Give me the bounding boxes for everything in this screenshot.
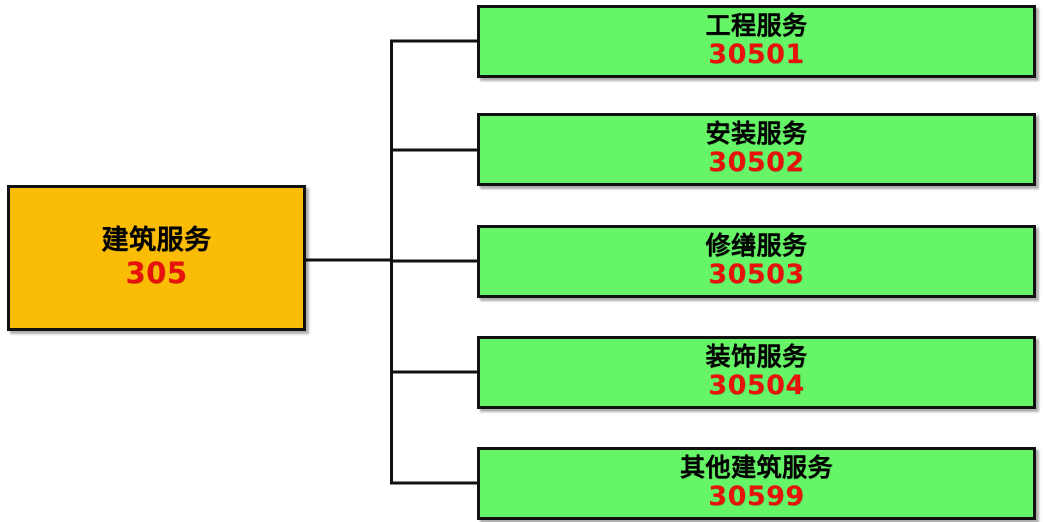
node-root-code: 305 bbox=[125, 256, 188, 291]
node-root-construction-services[interactable]: 建筑服务 305 bbox=[7, 185, 306, 331]
node-leaf-code: 30504 bbox=[708, 370, 805, 402]
node-root-title: 建筑服务 bbox=[101, 225, 212, 257]
node-leaf-repair-services[interactable]: 修缮服务 30503 bbox=[477, 225, 1036, 298]
node-leaf-code: 30502 bbox=[708, 147, 805, 179]
node-leaf-code: 30501 bbox=[708, 39, 805, 71]
node-leaf-title: 其他建筑服务 bbox=[679, 453, 833, 483]
node-leaf-title: 修缮服务 bbox=[705, 231, 808, 261]
node-leaf-installation-services[interactable]: 安装服务 30502 bbox=[477, 113, 1036, 186]
node-leaf-decoration-services[interactable]: 装饰服务 30504 bbox=[477, 336, 1036, 409]
node-leaf-title: 装饰服务 bbox=[705, 342, 808, 372]
node-leaf-other-construction-services[interactable]: 其他建筑服务 30599 bbox=[477, 447, 1036, 520]
node-leaf-code: 30599 bbox=[708, 481, 805, 513]
node-leaf-code: 30503 bbox=[708, 259, 805, 291]
node-leaf-title: 安装服务 bbox=[705, 119, 808, 149]
node-leaf-engineering-services[interactable]: 工程服务 30501 bbox=[477, 5, 1036, 78]
node-leaf-title: 工程服务 bbox=[705, 11, 808, 41]
